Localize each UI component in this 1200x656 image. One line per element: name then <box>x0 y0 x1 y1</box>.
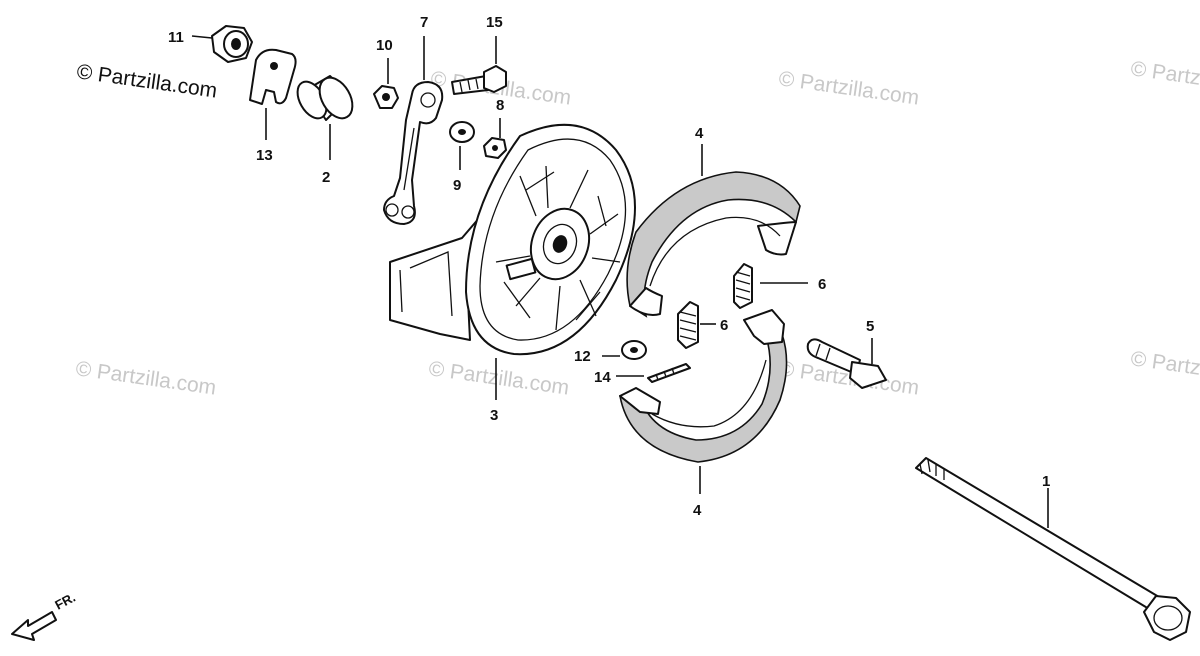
callout-12: 12 <box>574 348 591 365</box>
callout-8: 8 <box>496 97 504 114</box>
watermark: © Partzilla.com <box>74 357 217 399</box>
brake-shoe-lower-part-4 <box>619 309 788 463</box>
callout-14: 14 <box>594 369 611 386</box>
copyright-notice: © Partzilla.com <box>75 60 218 102</box>
pin-part-14 <box>647 363 691 383</box>
callout-10: 10 <box>376 37 393 54</box>
brake-shoe-upper-part-4 <box>626 171 801 318</box>
bolt-part-15 <box>451 65 507 95</box>
callout-6a: 6 <box>818 276 826 293</box>
callout-4a: 4 <box>695 125 704 142</box>
watermark: © Partzilla.com <box>1129 347 1200 389</box>
brake-arm-part-7 <box>383 81 444 225</box>
spring-part-6-left <box>677 301 699 349</box>
front-direction-arrow: FR. <box>11 590 78 641</box>
callout-3: 3 <box>490 407 498 424</box>
callout-4b: 4 <box>693 502 702 519</box>
callout-2: 2 <box>322 169 330 186</box>
washer-part-12 <box>621 340 647 360</box>
axle-part-1 <box>915 457 1191 641</box>
callout-15: 15 <box>486 14 503 31</box>
spring-part-6-right <box>733 263 753 309</box>
nut-part-10 <box>373 85 399 109</box>
callout-5: 5 <box>866 318 874 335</box>
brake-panel-part-3 <box>389 123 636 356</box>
clip-part-13 <box>249 48 297 105</box>
callout-1: 1 <box>1042 473 1050 490</box>
washer-part-9 <box>449 121 475 143</box>
callout-6b: 6 <box>720 317 728 334</box>
leader-line <box>191 35 213 39</box>
callout-7: 7 <box>420 14 428 31</box>
nut-part-8 <box>483 137 507 159</box>
callout-11: 11 <box>168 29 184 46</box>
brake-cam-part-5 <box>806 338 887 389</box>
nut-part-11 <box>211 25 253 63</box>
callout-9: 9 <box>453 177 461 194</box>
callout-13: 13 <box>256 147 273 164</box>
collar-part-2 <box>296 75 354 121</box>
watermark: © Partzilla.com <box>427 357 570 399</box>
watermark: © Partzilla.com <box>777 67 920 109</box>
direction-label: FR. <box>52 590 78 613</box>
watermark: © Partzilla.com <box>1129 57 1200 99</box>
